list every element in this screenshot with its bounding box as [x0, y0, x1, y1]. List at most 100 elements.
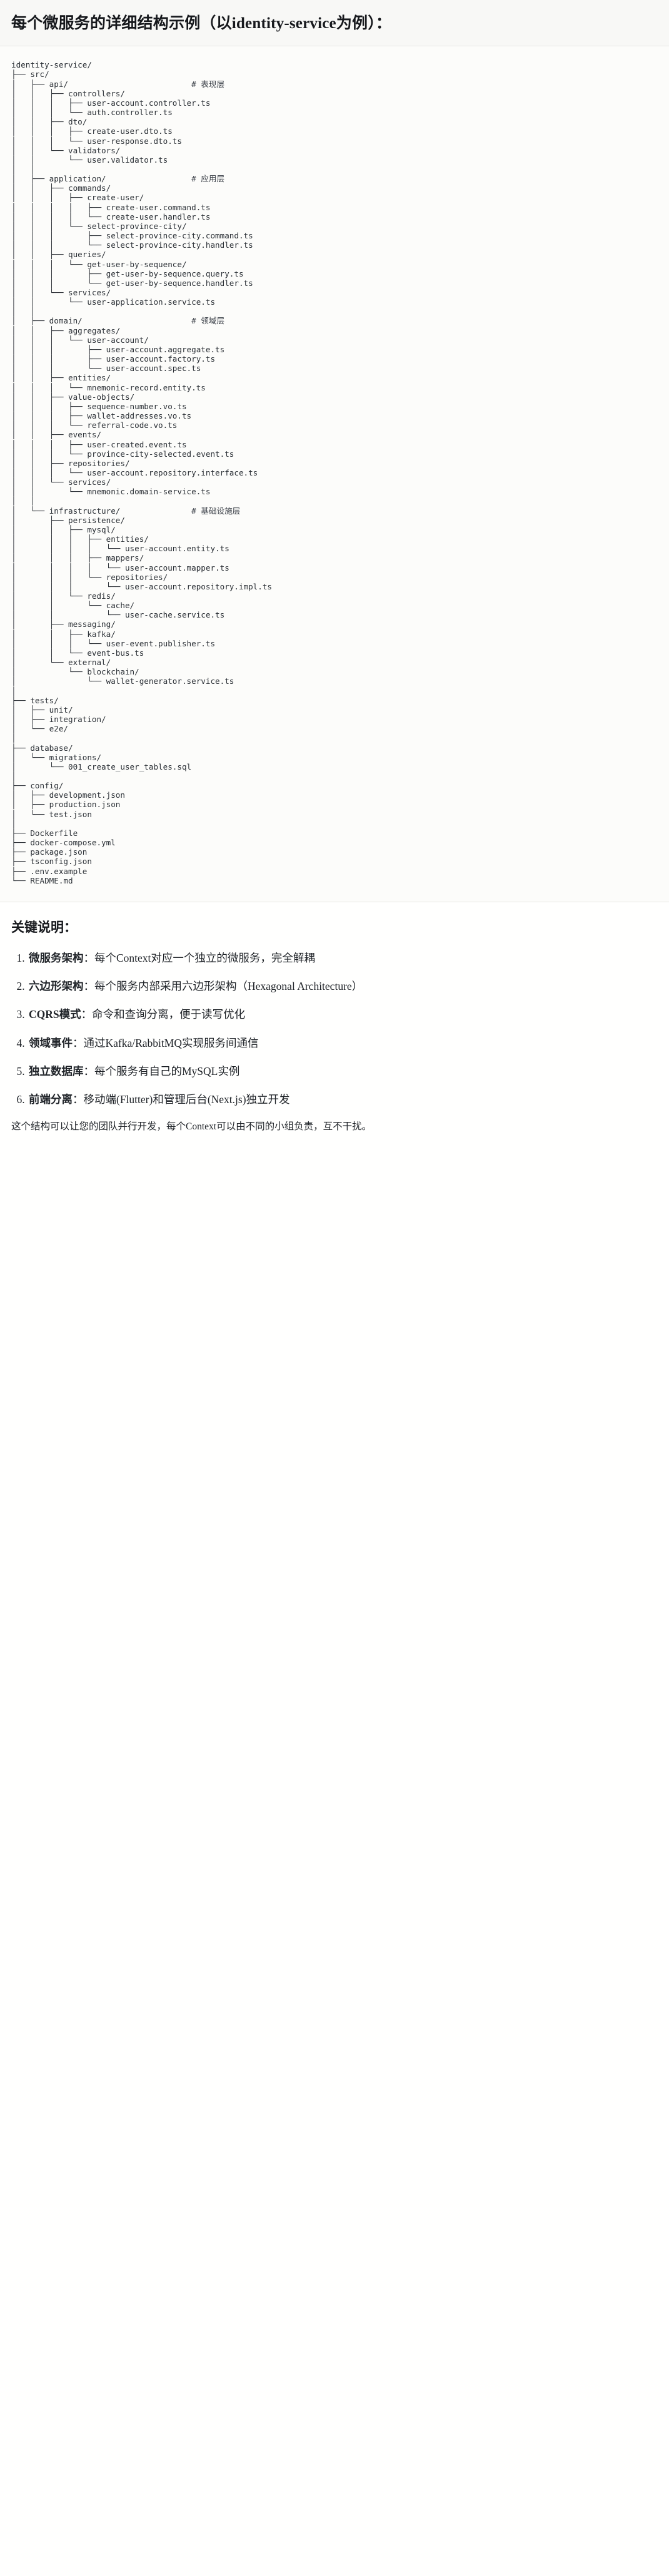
key-note-desc: ：每个服务有自己的MySQL实例: [83, 1064, 240, 1077]
tree-line: │ │ └── event-bus.ts: [11, 648, 144, 658]
tree-line: ├── package.json: [11, 847, 88, 857]
tree-line: │ │ ├── repositories/: [11, 458, 130, 468]
tree-line: │: [11, 771, 16, 781]
tree-line: │ │ │ ├── user-created.event.ts: [11, 439, 187, 449]
tree-line: │ └── infrastructure/ # 基础设施层: [11, 506, 241, 516]
tree-line: │ │ └── cache/: [11, 601, 135, 611]
key-note-term: 前端分离: [29, 1093, 73, 1106]
tree-line: ├── Dockerfile: [11, 828, 78, 838]
tree-line: ├── .env.example: [11, 866, 88, 876]
tree-line: │ │ │ └── mnemonic-record.entity.ts: [11, 382, 206, 392]
key-note-term: 独立数据库: [29, 1064, 84, 1077]
key-note-item: CQRS模式：命令和查询分离，便于读写优化: [28, 1006, 658, 1022]
tree-line: │ │ └── redis/: [11, 591, 116, 601]
directory-tree-block: identity-service/ ├── src/ │ ├── api/ # …: [0, 46, 669, 902]
key-note-item: 微服务架构：每个Context对应一个独立的微服务，完全解耦: [28, 950, 658, 966]
tree-line: │ │ ├── commands/: [11, 183, 111, 193]
key-note-item: 领域事件：通过Kafka/RabbitMQ实现服务间通信: [28, 1035, 658, 1051]
tree-line: │ └── 001_create_user_tables.sql: [11, 761, 192, 771]
tree-line: │ │ │ ├── select-province-city.command.t…: [11, 231, 253, 241]
directory-tree: identity-service/ ├── src/ │ ├── api/ # …: [11, 60, 658, 885]
tree-line: │ │ ├── value-objects/: [11, 392, 135, 402]
tree-line: │ │: [11, 164, 35, 174]
key-note-item: 独立数据库：每个服务有自己的MySQL实例: [28, 1063, 658, 1079]
tree-line: │ │ │ ├── user-account.factory.ts: [11, 354, 216, 364]
tree-line: │ └── migrations/: [11, 752, 102, 762]
tree-line: │ │ ├── events/: [11, 430, 102, 440]
tree-line: ├── database/: [11, 743, 73, 753]
tree-line: │ │ │ ├── sequence-number.vo.ts: [11, 401, 187, 411]
tree-line: │ │ │ └── select-province-city.handler.t…: [11, 240, 253, 250]
tree-line: │ │ ├── kafka/: [11, 629, 116, 639]
tree-line: │ │ │ └── get-user-by-sequence/: [11, 259, 187, 269]
key-note-desc: ：命令和查询分离，便于读写优化: [81, 1008, 246, 1021]
key-note-term: 领域事件: [29, 1036, 73, 1049]
tree-line: │ │ ├── aggregates/: [11, 325, 121, 335]
tree-line: │ │ │ └── repositories/: [11, 572, 168, 582]
tree-line: └── README.md: [11, 875, 73, 885]
tree-line: │ │ │ └── get-user-by-sequence.handler.t…: [11, 278, 253, 288]
tree-line: │ │ ├── entities/: [11, 373, 111, 383]
tree-line: ├── tests/: [11, 695, 59, 705]
tree-line: │ │ ├── queries/: [11, 250, 106, 260]
tree-line: │ │ │ └── select-province-city/: [11, 221, 187, 231]
tree-line: │ │ │ ├── get-user-by-sequence.query.ts: [11, 268, 244, 278]
tree-line-comment: # 领域层: [191, 316, 225, 326]
tree-line-comment: # 表现层: [191, 79, 225, 89]
tree-line: │ │ │ ├── user-account.aggregate.ts: [11, 344, 225, 354]
tree-line: │ │ │ └── referral-code.vo.ts: [11, 420, 178, 430]
tree-line: │: [11, 818, 16, 828]
tree-line: │ │ └── services/: [11, 477, 111, 487]
tree-line: │ ├── integration/: [11, 715, 106, 725]
tree-line: ├── config/: [11, 781, 64, 791]
tree-line: │ └── external/: [11, 658, 111, 668]
tree-line-comment: # 基础设施层: [191, 506, 241, 516]
key-note-term: 六边形架构: [29, 980, 84, 993]
tree-line: │ ├── unit/: [11, 705, 73, 715]
key-notes-list: 微服务架构：每个Context对应一个独立的微服务，完全解耦六边形架构：每个服务…: [11, 950, 658, 1108]
tree-line: │ │ ├── mysql/: [11, 524, 116, 534]
tree-line: │ │: [11, 496, 35, 506]
tree-line: │ │ │ └── user-account.repository.interf…: [11, 467, 258, 477]
tree-line: │ │ │ └── province-city-selected.event.t…: [11, 449, 234, 459]
tree-line: │ │ │ ├── create-user.dto.ts: [11, 126, 173, 136]
tree-line: │ │ └── validators/: [11, 145, 121, 155]
tree-line: │ │ │ ├── user-account.controller.ts: [11, 98, 211, 108]
tree-line: │ │ ├── controllers/: [11, 88, 125, 98]
closing-paragraph: 这个结构可以让您的团队并行开发，每个Context可以由不同的小组负责，互不干扰…: [11, 1121, 372, 1133]
key-notes-title: 关键说明：: [11, 919, 77, 935]
tree-line: │ │ │ └── auth.controller.ts: [11, 108, 173, 118]
tree-line: │ │ └── user-application.service.ts: [11, 297, 216, 307]
tree-line: identity-service/: [11, 60, 92, 70]
tree-line: │ │ │ ├── create-user/: [11, 193, 144, 203]
tree-line: │ ├── application/ # 应用层: [11, 174, 225, 184]
tree-line: ├── docker-compose.yml: [11, 838, 116, 848]
tree-line: │: [11, 733, 16, 743]
tree-line: │ │ │ ├── entities/: [11, 534, 149, 544]
key-note-term: 微服务架构: [29, 951, 84, 964]
tree-line: │ └── wallet-generator.service.ts: [11, 676, 234, 686]
tree-line: │ │ │ └── user-account.spec.ts: [11, 364, 201, 374]
tree-line: ├── tsconfig.json: [11, 857, 92, 867]
tree-line: │ └── test.json: [11, 809, 92, 819]
key-note-desc: ：移动端(Flutter)和管理后台(Next.js)独立开发: [73, 1093, 290, 1106]
key-notes-section: 关键说明： 微服务架构：每个Context对应一个独立的微服务，完全解耦六边形架…: [0, 902, 669, 1156]
key-note-item: 六边形架构：每个服务内部采用六边形架构（Hexagonal Architectu…: [28, 978, 658, 994]
key-note-desc: ：每个Context对应一个独立的微服务，完全解耦: [83, 951, 315, 964]
tree-line: │ │ │ └── user-account.repository.impl.t…: [11, 581, 273, 591]
tree-line: │ ├── persistence/: [11, 515, 125, 525]
tree-line: │ │ └── user-cache.service.ts: [11, 610, 225, 620]
tree-line: ├── src/: [11, 69, 49, 79]
tree-line: │ │ │ │ ├── create-user.command.ts: [11, 202, 211, 212]
tree-line: │ │ └── user.validator.ts: [11, 155, 168, 165]
tree-line: │ │ │ │ └── create-user.handler.ts: [11, 211, 211, 221]
tree-line: │ └── e2e/: [11, 724, 68, 734]
key-note-desc: ：通过Kafka/RabbitMQ实现服务间通信: [73, 1036, 259, 1049]
tree-line: │ │ │ └── user-account/: [11, 335, 149, 345]
page-title: 每个微服务的详细结构示例（以identity-service为例）：: [11, 15, 392, 32]
tree-line: │ ├── development.json: [11, 790, 125, 800]
tree-line: │ │ └── services/: [11, 288, 111, 297]
tree-line: │ └── blockchain/: [11, 667, 139, 677]
tree-line: │ ├── messaging/: [11, 619, 116, 629]
tree-line: │ ├── domain/ # 领域层: [11, 316, 225, 326]
